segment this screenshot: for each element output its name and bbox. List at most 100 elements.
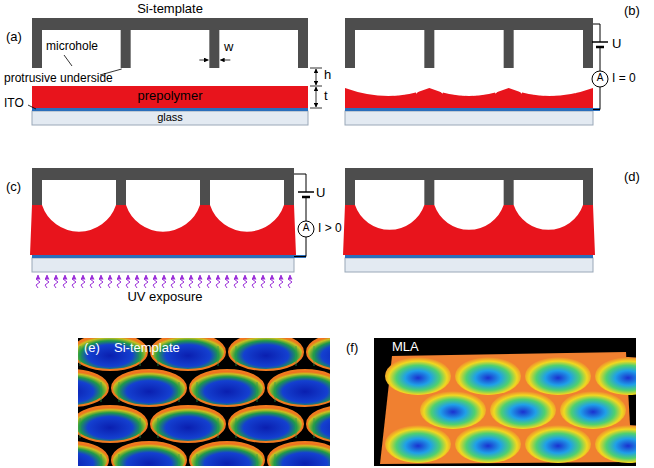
wall-shade	[218, 418, 219, 438]
uv-arrow	[198, 275, 202, 288]
battery-plate	[302, 196, 310, 199]
dimension-tick	[310, 68, 322, 108]
dimension-arrow	[316, 87, 317, 107]
uv-arrow	[288, 275, 292, 288]
microlens-render	[525, 357, 591, 395]
wall-shade	[257, 454, 258, 466]
microlens-render	[595, 357, 636, 395]
microhole-render	[268, 442, 330, 466]
microlens-render	[525, 425, 591, 463]
label: U	[316, 186, 325, 201]
template-leg	[209, 29, 219, 68]
microlens-render	[385, 357, 451, 395]
flow-arrow	[518, 90, 544, 95]
microlens-render	[420, 391, 486, 429]
wall-shade	[236, 346, 237, 366]
template-leg	[424, 29, 434, 68]
microhole-render	[190, 442, 264, 466]
uv-arrow	[279, 275, 283, 288]
uv-arrow	[234, 275, 238, 288]
wall-shade	[119, 454, 120, 466]
template-leg	[200, 179, 210, 205]
wall-shade	[140, 418, 141, 438]
label: (d)	[624, 170, 640, 185]
microhole-render	[112, 370, 186, 406]
wall-shade	[314, 418, 315, 438]
label: A	[597, 72, 604, 84]
glass-layer	[32, 111, 308, 125]
label: (f)	[346, 341, 358, 356]
glass-layer	[32, 258, 294, 272]
uv-arrow	[162, 275, 166, 288]
microhole-render	[78, 442, 108, 466]
uv-arrow	[270, 275, 274, 288]
battery-plate	[596, 46, 604, 49]
uv-arrow	[36, 275, 40, 288]
uv-arrow	[72, 275, 76, 288]
template-leg	[32, 29, 42, 68]
uv-arrow	[144, 275, 148, 288]
template-leg	[345, 179, 355, 205]
template-leg	[121, 29, 131, 68]
wall-shade	[179, 382, 180, 402]
ito-layer	[32, 108, 308, 111]
microlens-render	[490, 391, 556, 429]
wall-shade	[218, 346, 219, 366]
wall-shade	[275, 382, 276, 402]
microlens-render	[560, 391, 626, 429]
si-template-bar	[345, 18, 593, 30]
uv-arrow	[81, 275, 85, 288]
prepolymer-lens-layer	[30, 205, 296, 255]
label: UV exposure	[127, 290, 202, 305]
uv-arrow	[63, 275, 67, 288]
uv-arrow	[135, 275, 139, 288]
flow-arrow	[394, 90, 420, 95]
label: (b)	[624, 4, 640, 19]
microhole-render	[190, 370, 264, 406]
leader-line	[28, 105, 36, 109]
wall-shade	[236, 418, 237, 438]
microhole-render	[78, 406, 147, 442]
label: A	[303, 222, 310, 234]
microhole-render	[229, 338, 303, 370]
mla-platform	[380, 352, 632, 464]
wall-shade	[314, 346, 315, 366]
template-leg	[284, 179, 294, 205]
microlens-render	[455, 425, 521, 463]
wall-shade	[197, 382, 198, 402]
uv-arrow	[99, 275, 103, 288]
template-leg	[32, 179, 42, 205]
si-template-bar	[345, 168, 593, 180]
uv-arrow	[117, 275, 121, 288]
uv-arrow	[252, 275, 256, 288]
template-leg	[424, 179, 434, 205]
dimension-arrow	[220, 60, 230, 61]
label: (e)	[84, 341, 100, 356]
label: glass	[157, 111, 183, 124]
template-leg	[345, 29, 355, 68]
uv-arrow	[45, 275, 49, 288]
si-template-render	[78, 338, 330, 466]
si-template-bar	[32, 168, 294, 180]
glass-layer	[345, 111, 593, 125]
wall-shade	[101, 382, 102, 402]
microhole-render	[268, 370, 330, 406]
label: U	[612, 37, 621, 52]
label: I = 0	[612, 72, 636, 86]
wall-shade	[119, 382, 120, 402]
label: protrusive underside	[4, 72, 113, 86]
wall-shade	[275, 454, 276, 466]
label: t	[324, 89, 328, 104]
label: prepolymer	[137, 89, 202, 104]
ito-layer	[345, 255, 593, 258]
microhole-render	[112, 442, 186, 466]
wall-shade	[158, 418, 159, 438]
wall-shade	[296, 418, 297, 438]
template-leg	[116, 179, 126, 205]
microlens-render	[385, 425, 451, 463]
glass-layer	[345, 258, 593, 272]
uv-arrow	[225, 275, 229, 288]
uv-arrow	[108, 275, 112, 288]
wall-shade	[101, 454, 102, 466]
wall-shade	[296, 346, 297, 366]
